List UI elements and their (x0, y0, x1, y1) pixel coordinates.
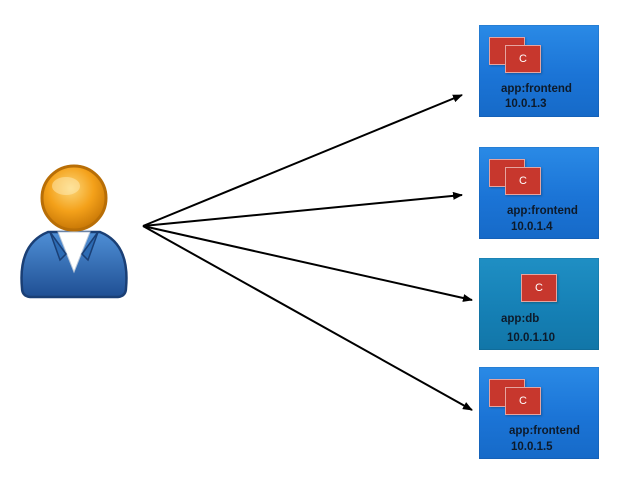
pod-ip: 10.0.1.10 (507, 332, 555, 344)
container-letter: C (535, 282, 543, 294)
pod-card[interactable]: C app:frontend 10.0.1.3 (479, 25, 599, 117)
pod-ip: 10.0.1.5 (511, 441, 553, 453)
pod-label: app:frontend (509, 425, 580, 437)
arrow-to-pod-4 (142, 225, 473, 411)
container-box: C (505, 45, 541, 73)
container-box: C (505, 387, 541, 415)
pod-card[interactable]: C app:frontend 10.0.1.5 (479, 367, 599, 459)
container-letter: C (519, 175, 527, 187)
pod-label: app:frontend (501, 83, 572, 95)
pod-ip: 10.0.1.3 (505, 98, 547, 110)
pod-card[interactable]: C app:frontend 10.0.1.4 (479, 147, 599, 239)
pod-label: app:frontend (507, 205, 578, 217)
pod-ip: 10.0.1.4 (511, 221, 553, 233)
container-letter: C (519, 395, 527, 407)
pod-card-db[interactable]: C app:db 10.0.1.10 (479, 258, 599, 350)
arrow-to-pod-3 (142, 225, 473, 302)
container-box: C (505, 167, 541, 195)
container-box: C (521, 274, 557, 302)
user-icon (20, 164, 128, 299)
container-letter: C (519, 53, 527, 65)
pod-label: app:db (501, 313, 540, 325)
arrow-to-pod-2 (142, 191, 463, 227)
arrow-to-pod-1 (142, 94, 463, 227)
